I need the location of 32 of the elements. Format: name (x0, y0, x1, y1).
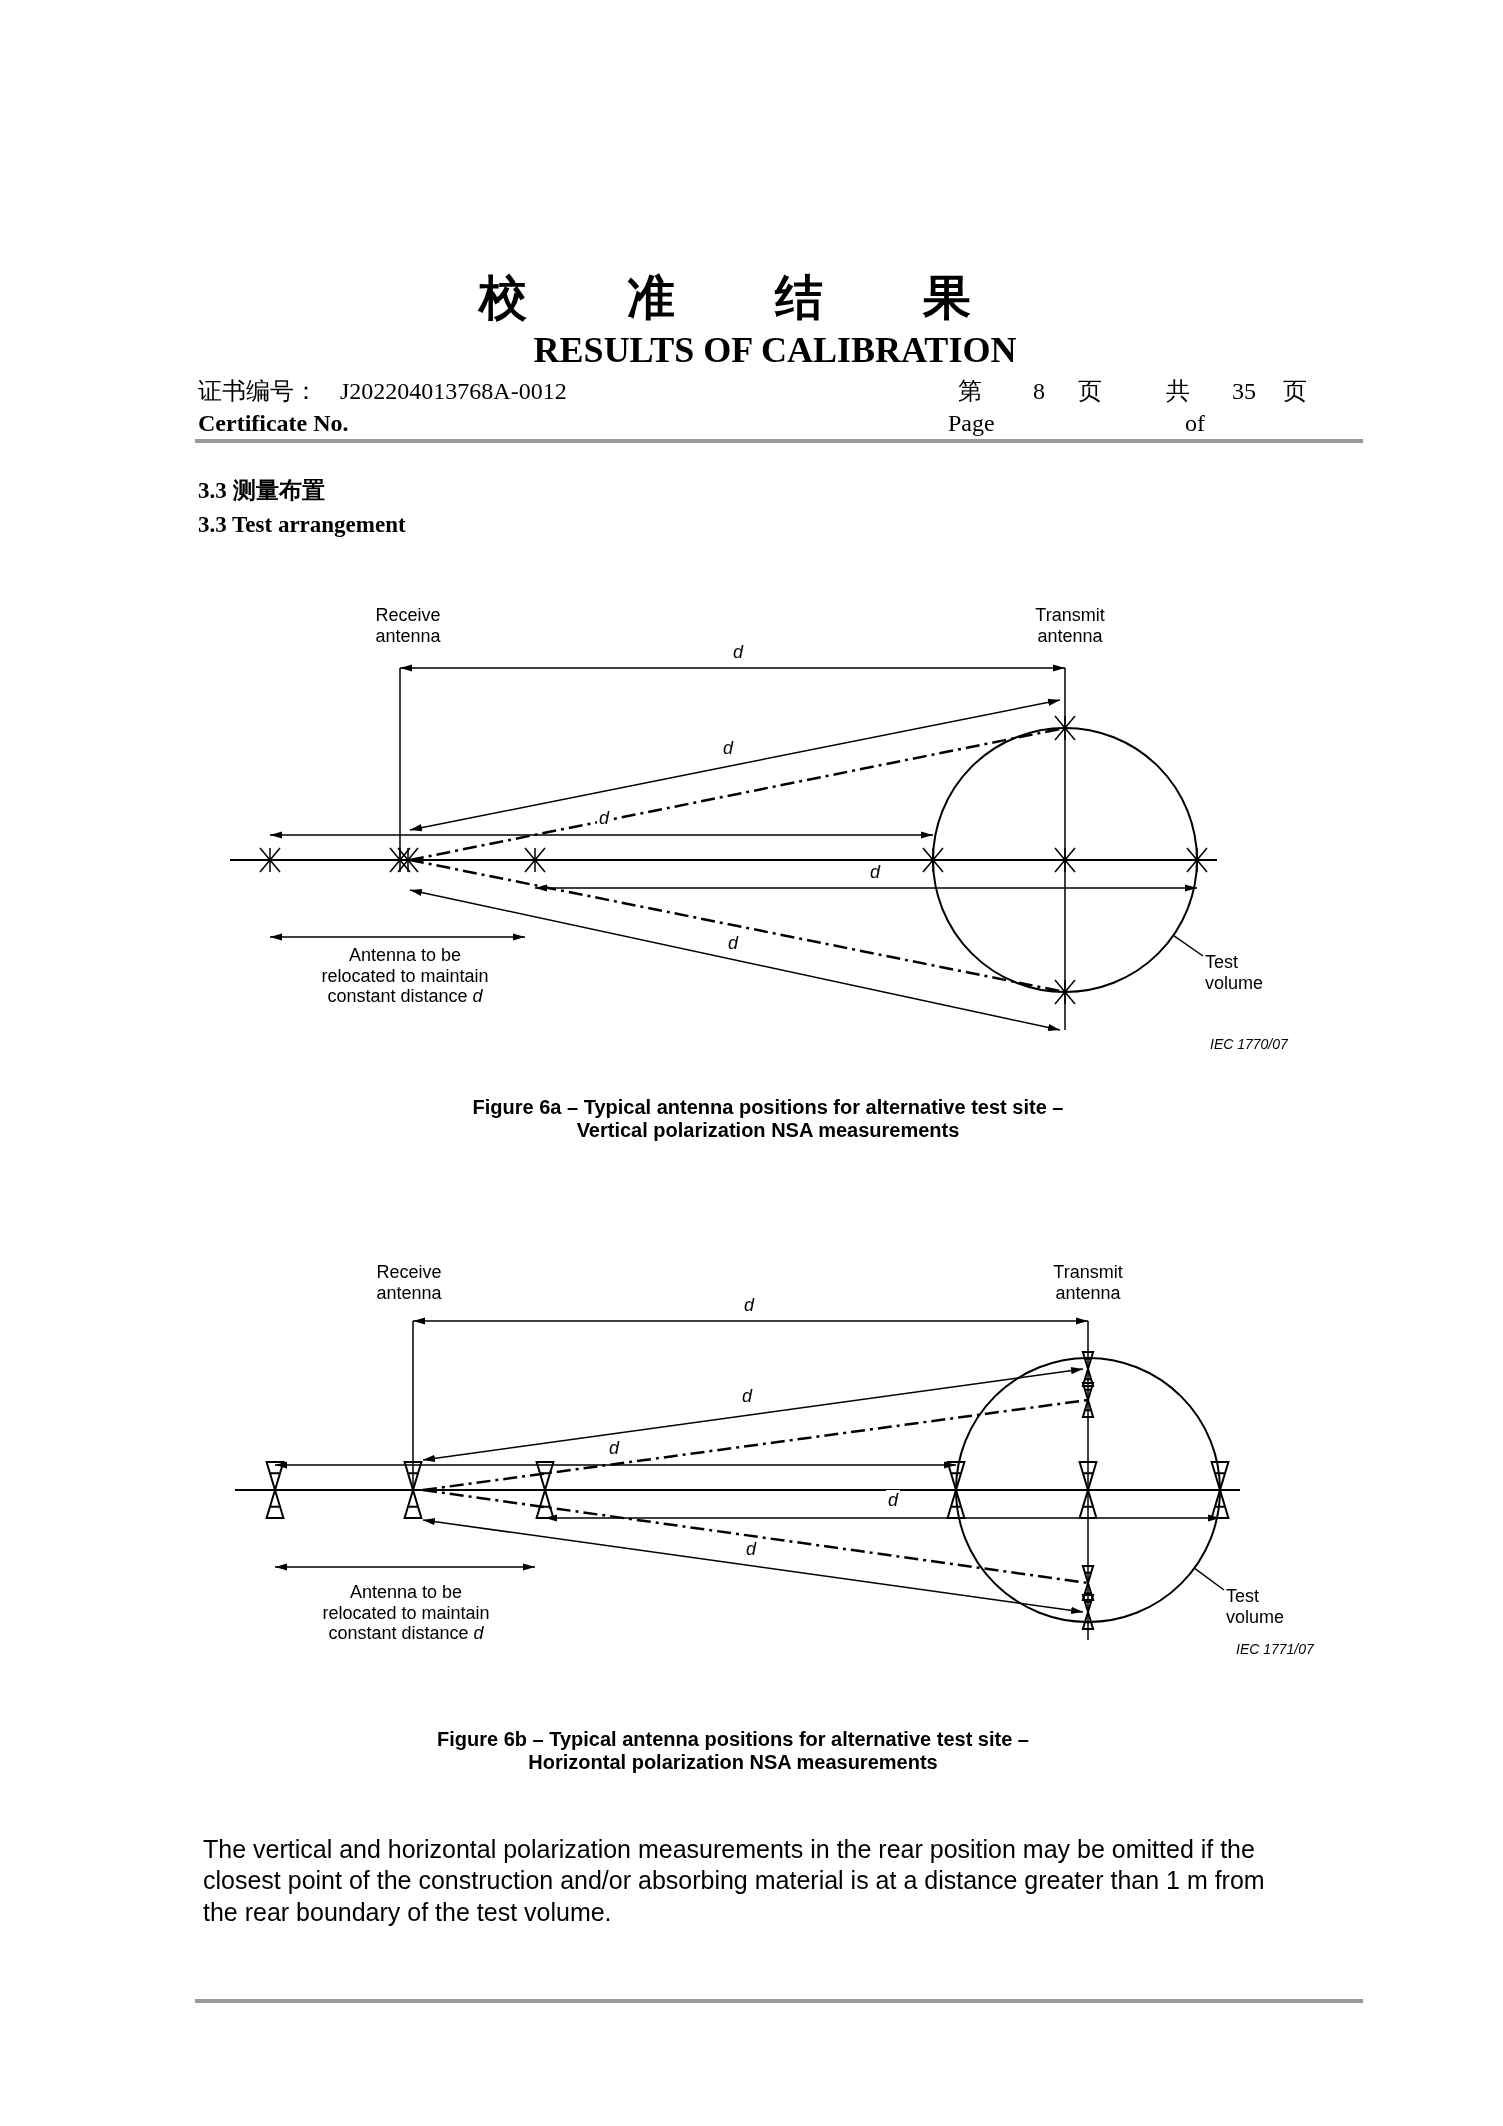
callout-label: Test volume (1226, 1586, 1316, 1628)
leader-line (1172, 934, 1204, 957)
antenna-label: Transmit antenna (1034, 605, 1106, 647)
figure-reference: IEC 1771/07 (1236, 1641, 1314, 1658)
page-label: 页 (1283, 378, 1307, 406)
relocation-note: Antenna to be relocated to maintain constant distance d (320, 945, 490, 1008)
page-label: Page (948, 410, 995, 438)
leader-line (1193, 1567, 1225, 1591)
field-label: Certificate No. (198, 410, 349, 438)
test-volume-circle (931, 726, 1199, 994)
test-volume-circle (954, 1356, 1222, 1624)
section-heading: 3.3 测量布置 (198, 478, 325, 505)
page-label: 页 (1078, 378, 1102, 406)
page-label: 第 (958, 378, 982, 406)
antenna-label: Receive antenna (375, 1262, 443, 1304)
certificate-number: J202204013768A-0012 (340, 378, 567, 406)
field-label: 证书编号： (198, 378, 318, 406)
antenna-label: Receive antenna (374, 605, 442, 647)
figure-reference: IEC 1770/07 (1210, 1036, 1288, 1053)
section-heading: 3.3 Test arrangement (198, 512, 406, 539)
figure-caption: Figure 6b – Typical antenna positions for alternative test site – Horizontal polarization NSA measurements (436, 1728, 1030, 1774)
relocation-note: Antenna to be relocated to maintain constant distance d (321, 1582, 491, 1645)
page-label: of (1185, 410, 1205, 438)
page-label: 共 (1166, 378, 1190, 406)
page-title: 校准结果 (479, 270, 1071, 326)
page-number: 8 (1033, 378, 1045, 406)
page-subtitle: RESULTS OF CALIBRATION (533, 330, 1017, 372)
body-paragraph: The vertical and horizontal polarization measurements in the rear position may be omitted if the closest point of the construction and/or absorbing material is at a distance greater than 1 m from the rear boundary of the test volume. (203, 1834, 1266, 1928)
callout-label: Test volume (1205, 952, 1295, 994)
figure-caption: Figure 6a – Typical antenna positions for alternative test site – Vertical polarization NSA measurements (471, 1096, 1065, 1142)
antenna-label: Transmit antenna (1052, 1262, 1124, 1304)
page-total: 35 (1232, 378, 1256, 406)
